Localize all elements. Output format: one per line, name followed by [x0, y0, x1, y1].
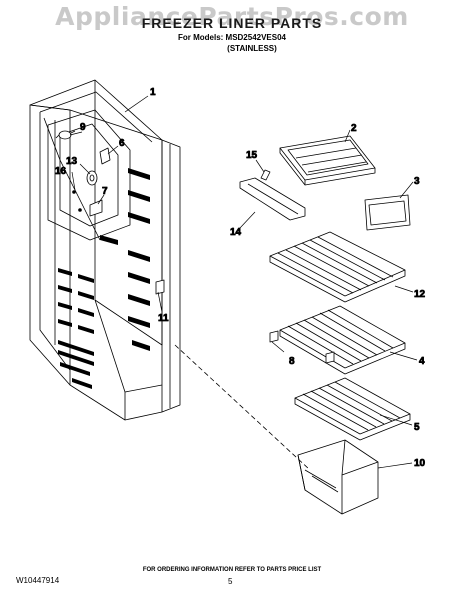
callout-11: 11 — [158, 313, 169, 324]
model-info: For Models: MSD2542VES04 (STAINLESS) — [0, 32, 464, 54]
thermostat — [89, 199, 103, 217]
callout-14: 14 — [230, 227, 242, 238]
callout-16: 16 — [55, 166, 67, 177]
screws — [72, 190, 82, 212]
freezer-basket — [297, 439, 379, 515]
callout-6: 6 — [119, 138, 125, 149]
leader-lines — [69, 95, 418, 469]
left-wall-slots — [58, 268, 94, 389]
projection-line — [174, 344, 311, 471]
callout-9: 9 — [80, 122, 86, 133]
callout-8: 8 — [289, 356, 295, 367]
light-bracket — [99, 147, 111, 165]
page-number: 5 — [228, 577, 233, 586]
callout-4: 4 — [419, 356, 425, 367]
light-socket — [86, 170, 98, 186]
watermark: AppliancePartsPros.com — [55, 2, 409, 31]
callout-2: 2 — [351, 123, 357, 134]
callout-15: 15 — [246, 150, 258, 161]
callout-12: 12 — [414, 289, 426, 300]
shelf-front-trim — [364, 194, 411, 231]
rail-screw — [260, 169, 271, 181]
callout-1: 1 — [150, 87, 156, 98]
wire-shelf-middle — [279, 305, 406, 375]
page-title: FREEZER LINER PARTS — [141, 15, 323, 31]
back-wall-slots — [100, 168, 150, 351]
models-line: For Models: MSD2542VES04 — [177, 33, 287, 42]
glass-shelf — [279, 135, 376, 186]
control-knob — [55, 130, 76, 140]
callout-10: 10 — [414, 458, 426, 469]
wire-shelf-lower — [294, 377, 411, 441]
callout-13: 13 — [66, 156, 78, 167]
freezer-liner — [29, 79, 181, 421]
document-number: W10447914 — [16, 576, 60, 585]
shelf-clip — [155, 279, 165, 295]
shelf-rail — [239, 177, 306, 221]
finish-line: (STAINLESS) — [227, 44, 277, 53]
callout-7: 7 — [102, 186, 108, 197]
fan-housing — [47, 109, 131, 241]
shelf-supports — [269, 330, 335, 364]
ordering-notice: FOR ORDERING INFORMATION REFER TO PARTS … — [142, 567, 322, 573]
wire-shelf-upper — [269, 231, 406, 303]
callout-3: 3 — [414, 176, 420, 187]
callout-5: 5 — [414, 422, 420, 433]
